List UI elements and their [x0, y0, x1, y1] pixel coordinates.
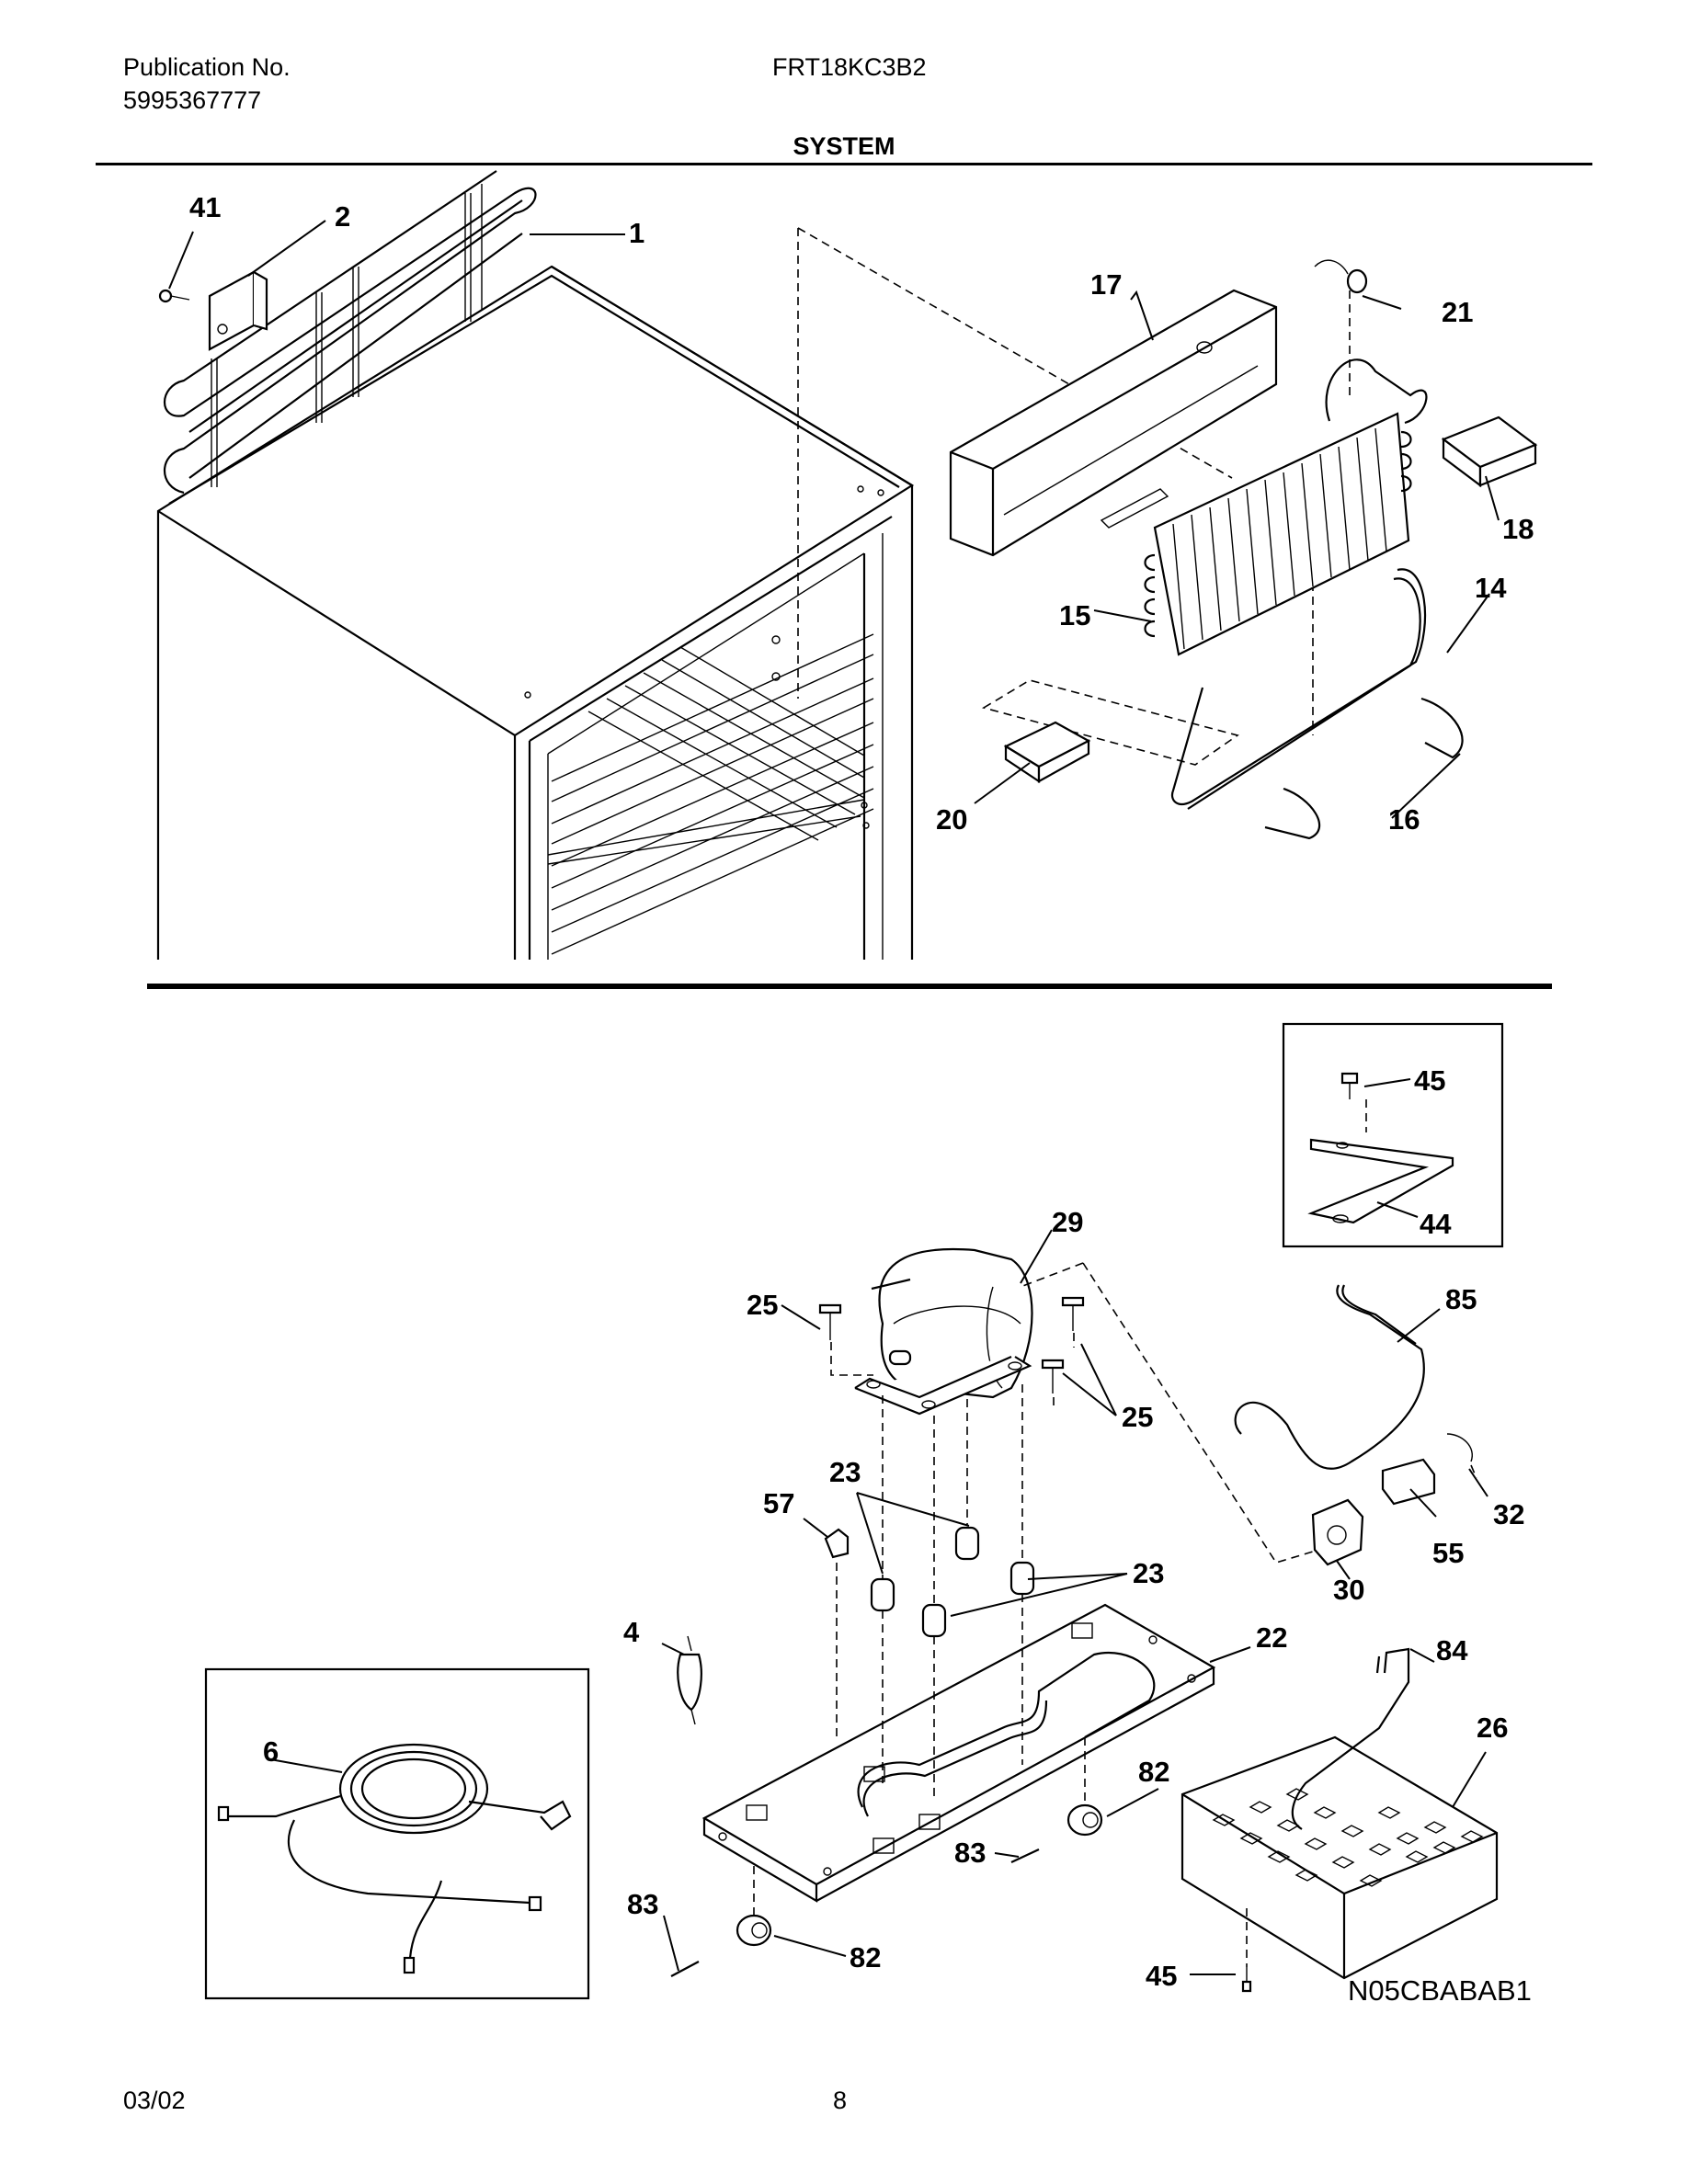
screw	[158, 289, 190, 303]
compressor	[854, 1247, 1033, 1416]
callout-15: 15	[1059, 599, 1090, 631]
fin-coil	[1144, 358, 1428, 656]
callout-23-right: 23	[1133, 1557, 1164, 1589]
overload-protector	[1381, 1458, 1436, 1506]
callout-85: 85	[1445, 1283, 1477, 1315]
callout-2: 2	[335, 200, 350, 233]
callout-45-bottom: 45	[1146, 1960, 1177, 1992]
callout-16: 16	[1388, 803, 1420, 836]
drain-tube	[1291, 1647, 1410, 1830]
callout-1: 1	[629, 217, 644, 249]
publication-number: 5995367777	[123, 86, 262, 114]
condenser-shroud	[949, 289, 1278, 557]
tube-clips	[1264, 697, 1464, 840]
section-divider	[147, 984, 1552, 989]
mounting-screws	[670, 1848, 1040, 1977]
callout-29: 29	[1052, 1206, 1083, 1238]
wire-lead	[1446, 1433, 1473, 1462]
bracket-detail	[1307, 1072, 1454, 1224]
callout-20: 20	[936, 803, 967, 836]
callout-4: 4	[623, 1616, 640, 1648]
publication-date: 03/02	[123, 2087, 186, 2114]
mounting-bracket	[208, 270, 268, 351]
callout-22: 22	[1256, 1621, 1287, 1654]
rubber-feet	[736, 1803, 1103, 1947]
model-number: FRT18KC3B2	[772, 53, 927, 81]
callout-84: 84	[1436, 1634, 1468, 1666]
clip	[824, 1528, 850, 1559]
publication-label: Publication No.	[123, 53, 291, 81]
callout-numbers: 41 2 1 17 21 18 14 15 20 16 45 44 29 25 …	[189, 191, 1534, 1992]
pan-screw	[1241, 1967, 1252, 1993]
condenser-coil	[163, 170, 537, 495]
leader-lines	[168, 220, 1500, 1975]
heat-loop-tube	[1234, 1284, 1425, 1470]
callout-55: 55	[1432, 1537, 1464, 1569]
callout-14: 14	[1475, 572, 1507, 604]
cord-inset-box	[204, 1667, 590, 2000]
starter-relay	[1311, 1498, 1364, 1566]
callout-17: 17	[1090, 268, 1122, 301]
callout-30: 30	[1333, 1574, 1364, 1606]
page-number: 8	[833, 2087, 848, 2114]
compressor-bolts	[818, 1296, 1085, 1393]
refrigerator-cabinet	[156, 265, 915, 960]
power-cord	[217, 1743, 572, 1974]
callout-6: 6	[263, 1735, 279, 1768]
tube-assembly	[1170, 568, 1427, 810]
base-plate	[701, 1603, 1216, 1903]
section-title: SYSTEM	[793, 132, 895, 160]
insulation-block	[1441, 415, 1538, 488]
sensor-probe	[1314, 259, 1368, 294]
callout-41: 41	[189, 191, 221, 223]
filter-drier	[677, 1635, 702, 1725]
callout-82-left: 82	[850, 1941, 881, 1974]
callout-57: 57	[763, 1487, 794, 1519]
callout-26: 26	[1477, 1712, 1508, 1744]
callout-23-top: 23	[829, 1456, 861, 1488]
inset-box	[1282, 1022, 1504, 1248]
callout-83-left: 83	[627, 1888, 658, 1920]
callout-83-right: 83	[954, 1837, 986, 1869]
foam-pad	[1003, 721, 1091, 784]
callout-25-left: 25	[747, 1289, 778, 1321]
drain-pan	[1180, 1735, 1499, 1980]
grommets	[870, 1526, 1035, 1638]
callout-32: 32	[1493, 1498, 1524, 1530]
callout-25-right: 25	[1122, 1401, 1153, 1433]
callout-18: 18	[1502, 513, 1534, 545]
callout-44: 44	[1420, 1208, 1452, 1240]
header-rule	[96, 163, 1592, 165]
callout-45-top: 45	[1414, 1064, 1445, 1097]
callout-21: 21	[1442, 296, 1473, 328]
drawing-code: N05CBABAB1	[1348, 1974, 1532, 2007]
callout-82-right: 82	[1138, 1756, 1169, 1788]
